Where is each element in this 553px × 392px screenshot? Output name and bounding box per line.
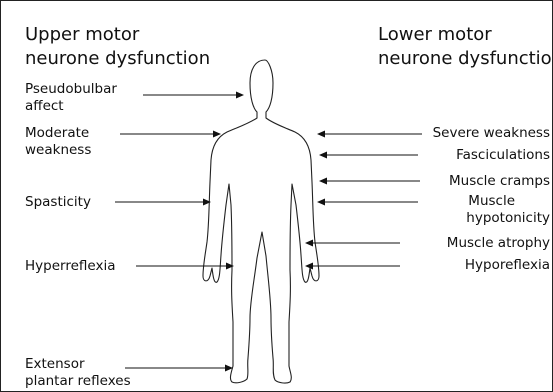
body-outline: [203, 60, 319, 383]
upper-motor-heading: Upper motor neurone dysfunction: [25, 23, 210, 71]
lower-heading-line1: Lower motor: [378, 23, 553, 47]
label-fasciculations: Fasciculations: [456, 147, 550, 164]
label-spasticity: Spasticity: [25, 194, 91, 211]
label-muscle-hypotonicity: Muscle hypotonicity: [466, 193, 550, 227]
label-muscle-atrophy: Muscle atrophy: [447, 235, 550, 252]
label-extensor-plantar-reflexes: Extensor plantar reflexes: [25, 356, 131, 390]
label-hyporeflexia: Hyporeflexia: [465, 257, 550, 274]
label-line: plantar reflexes: [25, 373, 131, 390]
label-line: affect: [25, 98, 117, 115]
label-line: weakness: [25, 142, 91, 159]
label-line: Extensor: [25, 356, 131, 373]
upper-heading-line2: neurone dysfunction: [25, 47, 210, 71]
label-hyperreflexia: Hyperreflexia: [25, 258, 115, 275]
label-line: Pseudobulbar: [25, 81, 117, 98]
label-line: Muscle: [466, 193, 550, 210]
label-severe-weakness: Severe weakness: [433, 125, 550, 142]
lower-motor-heading: Lower motor neurone dysfunction: [378, 23, 553, 71]
label-line: hypotonicity: [466, 210, 550, 227]
label-line: Moderate: [25, 125, 91, 142]
label-moderate-weakness: Moderate weakness: [25, 125, 91, 159]
upper-heading-line1: Upper motor: [25, 23, 210, 47]
label-pseudobulbar-affect: Pseudobulbar affect: [25, 81, 117, 115]
label-muscle-cramps: Muscle cramps: [449, 173, 550, 190]
lower-heading-line2: neurone dysfunction: [378, 47, 553, 71]
